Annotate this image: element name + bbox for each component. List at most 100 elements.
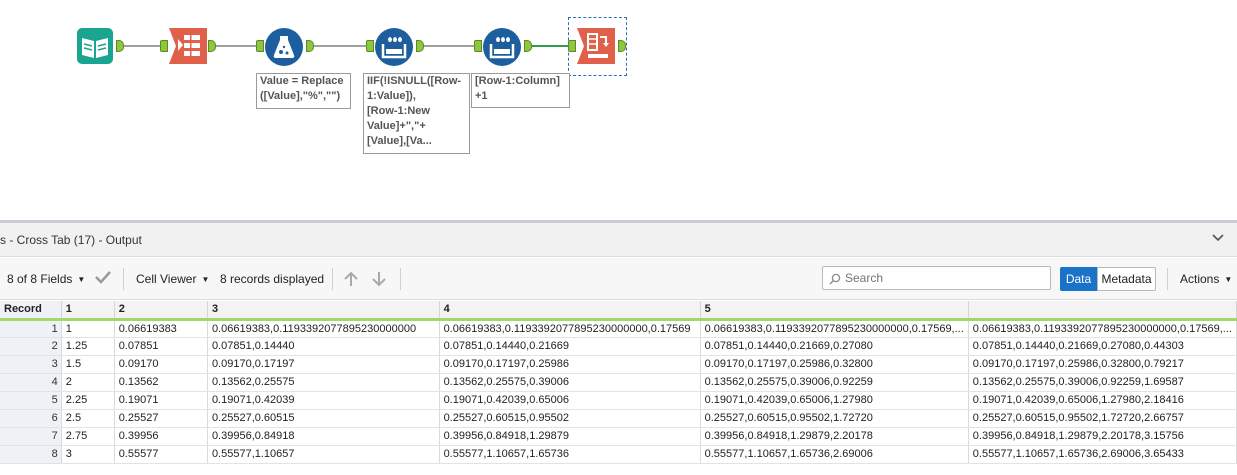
table-cell[interactable]: 2.5 xyxy=(61,409,115,428)
output-anchor[interactable] xyxy=(306,40,314,52)
table-cell[interactable]: 0.55577,1.10657,1.65736,2.69006 xyxy=(700,445,969,464)
record-number[interactable]: 6 xyxy=(0,409,62,428)
fields-dropdown[interactable]: 8 of 8 Fields▼ xyxy=(7,272,85,286)
table-cell[interactable]: 1 xyxy=(61,319,115,338)
table-cell[interactable]: 0.19071 xyxy=(114,391,208,410)
table-cell[interactable]: 0.25527 xyxy=(114,409,208,428)
table-cell[interactable]: 0.13562,0.25575,0.39006 xyxy=(439,373,701,392)
panel-divider[interactable] xyxy=(0,220,1237,223)
record-number[interactable]: 5 xyxy=(0,391,62,410)
input-anchor[interactable] xyxy=(160,40,168,52)
column-header-1[interactable]: 1 xyxy=(61,301,115,321)
table-cell[interactable]: 0.07851,0.14440,0.21669 xyxy=(439,337,701,356)
column-header-4[interactable]: 4 xyxy=(439,301,701,321)
table-cell[interactable]: 0.13562,0.25575 xyxy=(207,373,440,392)
multi-row-formula-tool-2[interactable] xyxy=(482,27,522,67)
table-cell[interactable]: 0.07851,0.14440,0.21669,0.27080,0.44303 xyxy=(968,337,1237,356)
formula-tool[interactable] xyxy=(264,27,304,67)
table-cell[interactable]: 3 xyxy=(61,445,115,464)
table-cell[interactable]: 0.07851 xyxy=(114,337,208,356)
table-cell[interactable]: 0.09170 xyxy=(114,355,208,374)
input-data-tool[interactable] xyxy=(76,27,116,67)
table-cell[interactable]: 0.09170,0.17197,0.25986,0.32800,0.79217 xyxy=(968,355,1237,374)
output-anchor[interactable] xyxy=(116,40,124,52)
table-cell[interactable]: 0.13562,0.25575,0.39006,0.92259 xyxy=(700,373,969,392)
table-cell[interactable]: 0.25527,0.60515,0.95502 xyxy=(439,409,701,428)
output-anchor[interactable] xyxy=(208,40,216,52)
input-anchor[interactable] xyxy=(366,40,374,52)
table-cell[interactable]: 1.25 xyxy=(61,337,115,356)
table-cell[interactable]: 0.13562,0.25575,0.39006,0.92259,1.69587 xyxy=(968,373,1237,392)
record-number[interactable]: 8 xyxy=(0,445,62,464)
output-anchor[interactable] xyxy=(524,40,532,52)
table-cell[interactable]: 0.39956,0.84918,1.29879,2.20178,3.15756 xyxy=(968,427,1237,446)
table-cell[interactable]: 0.39956,0.84918 xyxy=(207,427,440,446)
table-cell[interactable]: 0.39956 xyxy=(114,427,208,446)
table-cell[interactable]: 2.75 xyxy=(61,427,115,446)
table-cell[interactable]: 0.06619383,0.1193392077895230000000,0.17… xyxy=(700,319,969,338)
table-cell[interactable]: 0.39956,0.84918,1.29879,2.20178 xyxy=(700,427,969,446)
search-box[interactable] xyxy=(822,266,1051,290)
table-cell[interactable]: 0.55577,1.10657,1.65736,2.69006,3.65433 xyxy=(968,445,1237,464)
table-cell[interactable]: 2 xyxy=(61,373,115,392)
table-cell[interactable]: 0.55577,1.10657 xyxy=(207,445,440,464)
table-cell[interactable]: 0.07851,0.14440 xyxy=(207,337,440,356)
table-cell[interactable]: 0.09170,0.17197,0.25986,0.32800 xyxy=(700,355,969,374)
table-cell[interactable]: 0.19071,0.42039 xyxy=(207,391,440,410)
table-cell[interactable]: 0.55577,1.10657,1.65736 xyxy=(439,445,701,464)
input-anchor[interactable] xyxy=(256,40,264,52)
arrow-up-icon[interactable] xyxy=(344,271,358,290)
input-anchor[interactable] xyxy=(474,40,482,52)
multi-row-formula-tool-1[interactable] xyxy=(374,27,414,67)
table-cell[interactable]: 0.55577 xyxy=(114,445,208,464)
actions-dropdown[interactable]: Actions▼ xyxy=(1180,272,1232,286)
cell-viewer-dropdown[interactable]: Cell Viewer▼ xyxy=(136,272,209,286)
table-cell[interactable]: 0.09170,0.17197 xyxy=(207,355,440,374)
table-cell[interactable]: 0.19071,0.42039,0.65006,1.27980,2.18416 xyxy=(968,391,1237,410)
table-cell[interactable]: 1.5 xyxy=(61,355,115,374)
table-cell[interactable]: 0.25527,0.60515 xyxy=(207,409,440,428)
table-cell[interactable]: 0.25527,0.60515,0.95502,1.72720,2.66757 xyxy=(968,409,1237,428)
table-cell[interactable]: 0.06619383,0.1193392077895230000000,0.17… xyxy=(968,319,1237,338)
arrow-down-icon[interactable] xyxy=(372,271,386,290)
table-cell[interactable]: 0.39956,0.84918,1.29879 xyxy=(439,427,701,446)
metadata-tab-button[interactable]: Metadata xyxy=(1097,267,1156,291)
table-cell[interactable]: 0.19071,0.42039,0.65006 xyxy=(439,391,701,410)
chevron-down-icon[interactable] xyxy=(1212,231,1224,245)
cross-tab-tool[interactable] xyxy=(576,27,616,67)
record-number[interactable]: 7 xyxy=(0,427,62,446)
column-header-record[interactable]: Record xyxy=(0,301,62,321)
transpose-tool[interactable] xyxy=(168,27,208,67)
column-header-2[interactable]: 2 xyxy=(114,301,208,321)
table-cell[interactable]: 0.25527,0.60515,0.95502,1.72720 xyxy=(700,409,969,428)
record-number[interactable]: 2 xyxy=(0,337,62,356)
table-cell[interactable]: 0.06619383,0.1193392077895230000000,0.17… xyxy=(439,319,701,338)
record-number[interactable]: 3 xyxy=(0,355,62,374)
table-cell[interactable]: 2.25 xyxy=(61,391,115,410)
record-number[interactable]: 4 xyxy=(0,373,62,392)
output-anchor[interactable] xyxy=(416,40,424,52)
search-input[interactable] xyxy=(843,269,1043,287)
record-number[interactable]: 1 xyxy=(0,319,62,338)
column-header-5[interactable]: 5 xyxy=(700,301,969,321)
table-cell[interactable]: 0.07851,0.14440,0.21669,0.27080 xyxy=(700,337,969,356)
input-anchor[interactable] xyxy=(568,40,576,52)
output-anchor[interactable] xyxy=(618,40,626,52)
table-cell[interactable]: 0.19071,0.42039,0.65006,1.27980 xyxy=(700,391,969,410)
column-header-3[interactable]: 3 xyxy=(207,301,440,321)
data-tab-button[interactable]: Data xyxy=(1060,267,1097,291)
table-cell[interactable]: 0.09170,0.17197,0.25986 xyxy=(439,355,701,374)
table-cell[interactable]: 0.13562 xyxy=(114,373,208,392)
table-cell[interactable]: 0.06619383,0.1193392077895230000000 xyxy=(207,319,440,338)
check-icon[interactable] xyxy=(95,270,111,287)
table-cell[interactable]: 0.06619383 xyxy=(114,319,208,338)
